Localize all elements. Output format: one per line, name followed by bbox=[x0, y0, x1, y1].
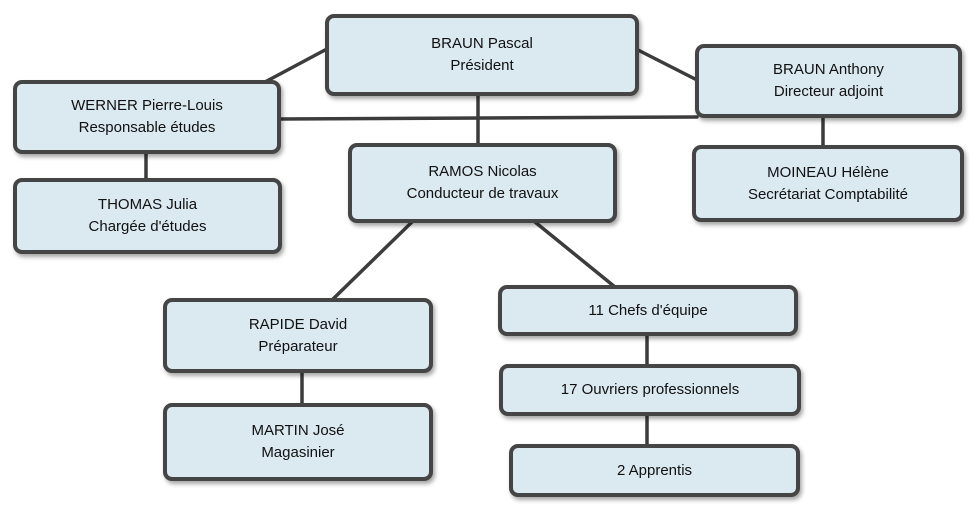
node-rapide-david: RAPIDE David Préparateur bbox=[163, 298, 433, 373]
node-role: Chargée d'études bbox=[88, 218, 207, 235]
node-label: 2 Apprentis bbox=[616, 461, 693, 479]
connector-ramos-chefs bbox=[533, 220, 617, 289]
connector-ramos-rapide bbox=[330, 220, 414, 302]
node-role: Conducteur de travaux bbox=[406, 185, 559, 202]
node-name: THOMAS Julia bbox=[97, 196, 198, 213]
node-chefs-equipe: 11 Chefs d'équipe bbox=[498, 285, 798, 336]
node-name: RAPIDE David bbox=[248, 315, 348, 333]
node-name: MOINEAU Hélène bbox=[767, 163, 889, 181]
node-name: WERNER Pierre-Louis bbox=[71, 97, 223, 114]
node-role: Responsable études bbox=[78, 119, 216, 136]
node-braun-pascal: BRAUN Pascal Président bbox=[325, 14, 639, 96]
node-werner-pierre-louis: WERNER Pierre-Louis Responsable études bbox=[13, 80, 281, 154]
node-name: BRAUN Pascal bbox=[431, 35, 533, 52]
node-role: Directeur adjoint bbox=[773, 83, 884, 100]
node-role: Président bbox=[450, 57, 514, 74]
node-ramos-nicolas: RAMOS Nicolas Conducteur de travaux bbox=[348, 143, 617, 223]
connector-president-braun-anthony bbox=[636, 48, 699, 82]
node-role: Magasinier bbox=[261, 444, 335, 461]
connector-werner-braun-anthony bbox=[278, 115, 699, 121]
node-label: 17 Ouvriers professionnels bbox=[560, 381, 740, 398]
node-name: BRAUN Anthony bbox=[773, 61, 884, 78]
node-role: Préparateur bbox=[258, 337, 338, 355]
node-role: Secrétariat Comptabilité bbox=[747, 185, 909, 203]
node-braun-anthony: BRAUN Anthony Directeur adjoint bbox=[695, 44, 962, 118]
node-apprentis: 2 Apprentis bbox=[509, 444, 800, 497]
node-name: RAMOS Nicolas bbox=[428, 163, 537, 180]
node-ouvriers-professionnels: 17 Ouvriers professionnels bbox=[499, 364, 801, 416]
node-name: MARTIN José bbox=[251, 422, 345, 439]
node-label: 11 Chefs d'équipe bbox=[588, 301, 708, 319]
node-thomas-julia: THOMAS Julia Chargée d'études bbox=[13, 178, 282, 254]
connector-president-werner bbox=[263, 48, 327, 84]
node-martin-jose: MARTIN José Magasinier bbox=[163, 403, 433, 481]
node-moineau-helene: MOINEAU Hélène Secrétariat Comptabilité bbox=[692, 145, 964, 222]
